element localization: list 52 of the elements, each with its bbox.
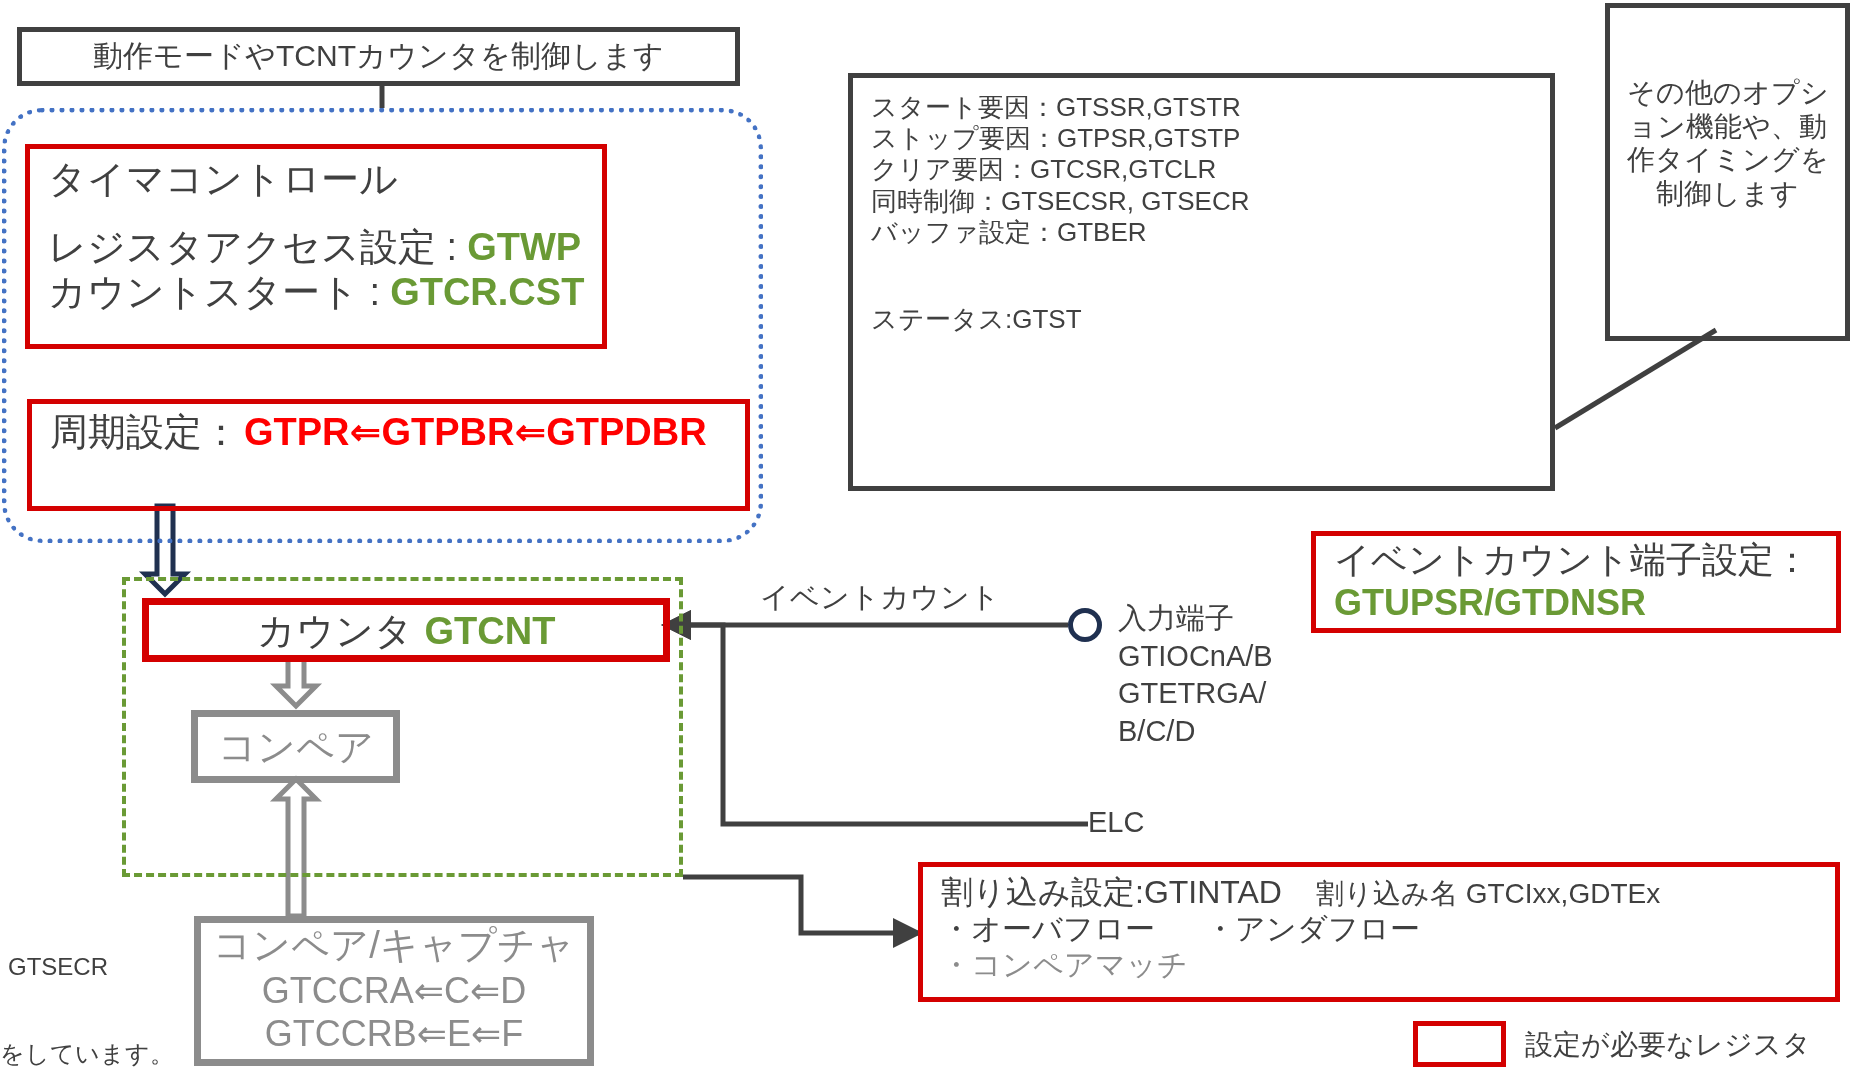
setting-label: 周期設定：	[50, 411, 240, 453]
setting-label: カウントスタート :	[48, 271, 381, 314]
box-label: カウンタ	[256, 610, 413, 652]
dashed-group-frame	[122, 577, 683, 877]
note-text: その他のオプション機能や、動作タイミングを制御します	[1626, 77, 1829, 209]
interrupt-name: 割り込み名 GTCIxx,GDTEx	[1315, 878, 1661, 909]
terminal-label: GTETRGA/ B/C/D	[1118, 676, 1268, 750]
block-arrow	[138, 503, 192, 598]
list-item: ・アンダフロー	[1205, 912, 1420, 946]
box-label: コンペア	[217, 726, 374, 768]
capture-box	[194, 916, 594, 1066]
setting-label: レジスタアクセス設定 :	[48, 225, 458, 268]
box-heading: コンペア/キャプチャ	[213, 924, 575, 966]
register-line: バッファ設定：GTBER	[871, 216, 1147, 247]
signal-name: ELC	[1088, 806, 1145, 838]
register-line: クリア要因：GTCSR,GTCLR	[871, 154, 1217, 185]
register-line: ストップ要因：GTPSR,GTSTP	[871, 123, 1241, 154]
register-line: ステータス:GTST	[871, 303, 1082, 334]
register-list-box	[848, 73, 1555, 491]
connector-line	[379, 86, 385, 108]
register-name: GTCCRA⇐C⇐D	[261, 969, 527, 1011]
register-box	[25, 144, 607, 349]
list-item: ・コンペアマッチ	[941, 948, 1188, 982]
interrupt-box	[918, 862, 1840, 1002]
register-box	[1311, 531, 1841, 633]
register-name: GTPR⇐GTPBR⇐GTPDBR	[244, 411, 707, 453]
register-name: GTUPSR/GTDNSR	[1334, 582, 1646, 624]
note-text: GTSECR	[8, 953, 108, 981]
setting-label: イベントカウント端子設定：	[1334, 539, 1810, 580]
register-line: スタート要因：GTSSR,GTSTR	[871, 92, 1241, 122]
arrow	[661, 610, 1088, 827]
legend-label: 設定が必要なレジスタ	[1525, 1028, 1811, 1062]
setting-label: 割り込み設定:GTINTAD	[941, 874, 1282, 910]
register-name: GTCR.CST	[390, 271, 585, 314]
register-box	[27, 399, 750, 511]
terminal-label: GTIOCnA/B	[1118, 638, 1273, 674]
terminal-circle	[1068, 608, 1102, 642]
note-box	[1605, 3, 1850, 341]
box-heading: タイマコントロール	[48, 158, 398, 200]
register-name: GTCCRB⇐E⇐F	[264, 1012, 524, 1054]
register-name: GTWP	[467, 225, 582, 268]
compare-box	[191, 710, 400, 783]
note-text: をしています。	[0, 1039, 174, 1069]
register-name: GTCNT	[424, 610, 556, 652]
terminal-label: 入力端子	[1118, 601, 1234, 636]
register-line: 同時制御：GTSECSR, GTSECR	[871, 185, 1250, 216]
counter-box	[142, 598, 670, 662]
note-box	[17, 27, 740, 86]
list-item: ・オーバフロー	[941, 912, 1155, 946]
dotted-group-frame	[2, 108, 763, 543]
note-text: 動作モードやTCNTカウンタを制御します	[93, 39, 664, 72]
leader-line	[1553, 327, 1718, 431]
